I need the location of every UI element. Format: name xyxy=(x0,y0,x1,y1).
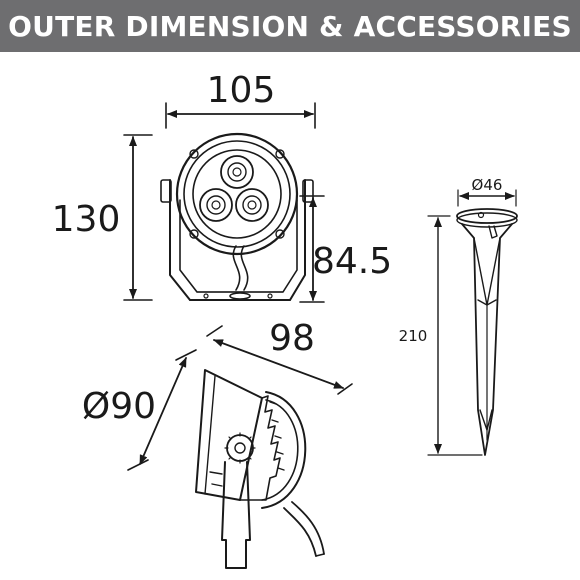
height-label: 130 xyxy=(52,199,121,240)
page-title: OUTER DIMENSION & ACCESSORIES xyxy=(8,9,572,43)
width-label: 105 xyxy=(207,70,276,111)
diameter-dimension: Ø90 xyxy=(82,349,197,471)
mount-height-label: 84.5 xyxy=(312,241,392,282)
led-left xyxy=(199,188,233,222)
ground-spike: Ø46 210 xyxy=(399,176,518,456)
height-dimension: 130 xyxy=(52,134,153,301)
spike-diameter-dimension: Ø46 xyxy=(457,176,517,207)
side-view: 98 Ø90 xyxy=(82,318,353,569)
front-view: 105 130 84.5 xyxy=(52,70,392,303)
adjust-knob xyxy=(224,432,256,464)
led-top xyxy=(220,155,254,189)
length-dimension: 98 xyxy=(206,318,353,395)
mount-height-dimension: 84.5 xyxy=(299,195,392,303)
spike-diameter-label: Ø46 xyxy=(472,176,503,194)
front-lamp-head xyxy=(175,132,299,256)
length-label: 98 xyxy=(269,318,315,359)
spike-length-label: 210 xyxy=(399,327,428,345)
header-banner: OUTER DIMENSION & ACCESSORIES xyxy=(0,0,580,52)
spike-length-dimension: 210 xyxy=(399,215,483,456)
diameter-label: Ø90 xyxy=(82,386,156,427)
width-dimension: 105 xyxy=(165,70,316,129)
front-bracket xyxy=(160,179,314,301)
led-right xyxy=(235,188,269,222)
